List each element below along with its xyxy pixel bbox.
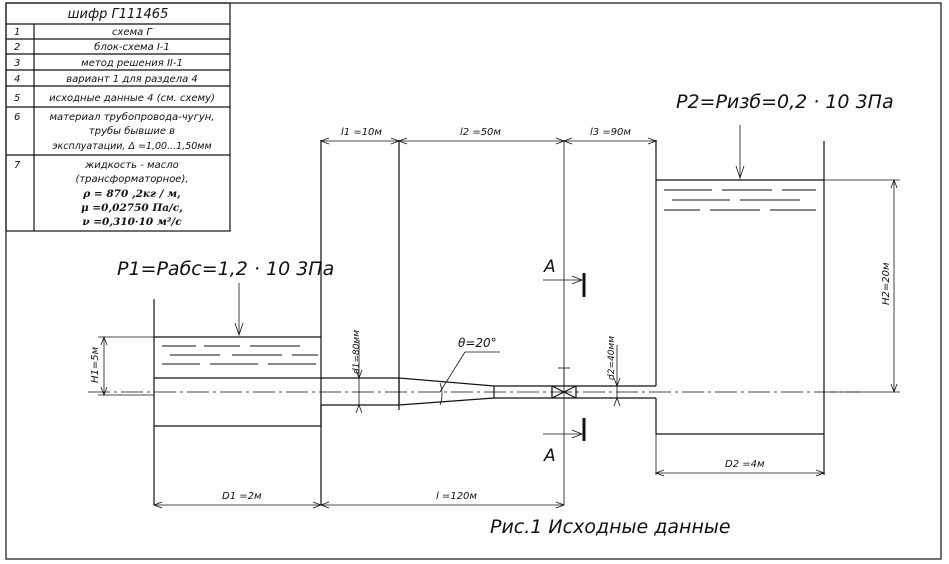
row-7-line-5: ν =0,310·10 м²/с	[82, 216, 182, 228]
l2-label: l2 =50м	[460, 127, 501, 138]
left-tank	[153, 299, 322, 505]
row-6-num: 6	[14, 112, 20, 123]
pipeline	[320, 140, 657, 505]
row-3-text: метод решения II-1	[81, 58, 183, 69]
l-label: l =120м	[436, 491, 477, 502]
p1-label: P1=Pабс=1,2 · 10 3Па	[117, 258, 334, 280]
l1-label: l1 =10м	[341, 127, 382, 138]
right-tank	[655, 141, 825, 475]
row-5-text: исходные данные 4 (см. схему)	[49, 93, 215, 104]
h1-label: H1=5м	[90, 346, 101, 383]
section-label-top: A	[543, 257, 556, 277]
row-6-line-3: эксплуатации, Δ =1,00...1,50мм	[52, 141, 211, 152]
h2-label: H2=20м	[881, 262, 892, 305]
D2-label: D2 =4м	[725, 459, 765, 470]
l3-label: l3 =90м	[590, 127, 631, 138]
row-7-line-1: жидкость - масло	[84, 160, 178, 171]
row-1-text: схема Г	[112, 27, 153, 38]
row-3-num: 3	[14, 58, 20, 69]
p2-label: P2=Pизб=0,2 · 10 3Па	[676, 91, 894, 113]
spec-table-border	[5, 2, 231, 232]
row-4-text: вариант 1 для раздела 4	[66, 74, 198, 85]
row-7-line-3: ρ = 870 ,2кг / м,	[82, 188, 180, 200]
row-2-text: блок-схема I-1	[94, 41, 170, 53]
row-2-num: 2	[14, 42, 20, 53]
D1-label: D1 =2м	[222, 491, 262, 502]
row-4-num: 4	[14, 74, 20, 85]
row-7-line-2: (трансформаторное),	[75, 174, 188, 185]
row-6-line-1: материал трубопровода-чугун,	[50, 111, 215, 123]
row-5-num: 5	[14, 93, 20, 104]
row-1-num: 1	[14, 27, 20, 38]
theta-label: θ=20°	[458, 336, 497, 350]
d2-label: d2=40мм	[607, 336, 617, 380]
sheet-frame	[5, 2, 942, 560]
row-7-line-4: μ =0,02750 Па/с,	[81, 202, 183, 214]
figure-caption: Рис.1 Исходные данные	[490, 516, 731, 538]
table-header: шифр Г111465	[68, 7, 169, 22]
d1-label: d1=80мм	[352, 330, 362, 374]
spec-table: шифр Г111465 1 схема Г 2 блок-схема I-1 …	[5, 2, 231, 232]
row-7-num: 7	[14, 160, 21, 171]
row-6-line-2: трубы бывшие в	[89, 125, 175, 137]
section-a-a	[543, 273, 586, 441]
section-label-bottom: A	[543, 446, 556, 466]
